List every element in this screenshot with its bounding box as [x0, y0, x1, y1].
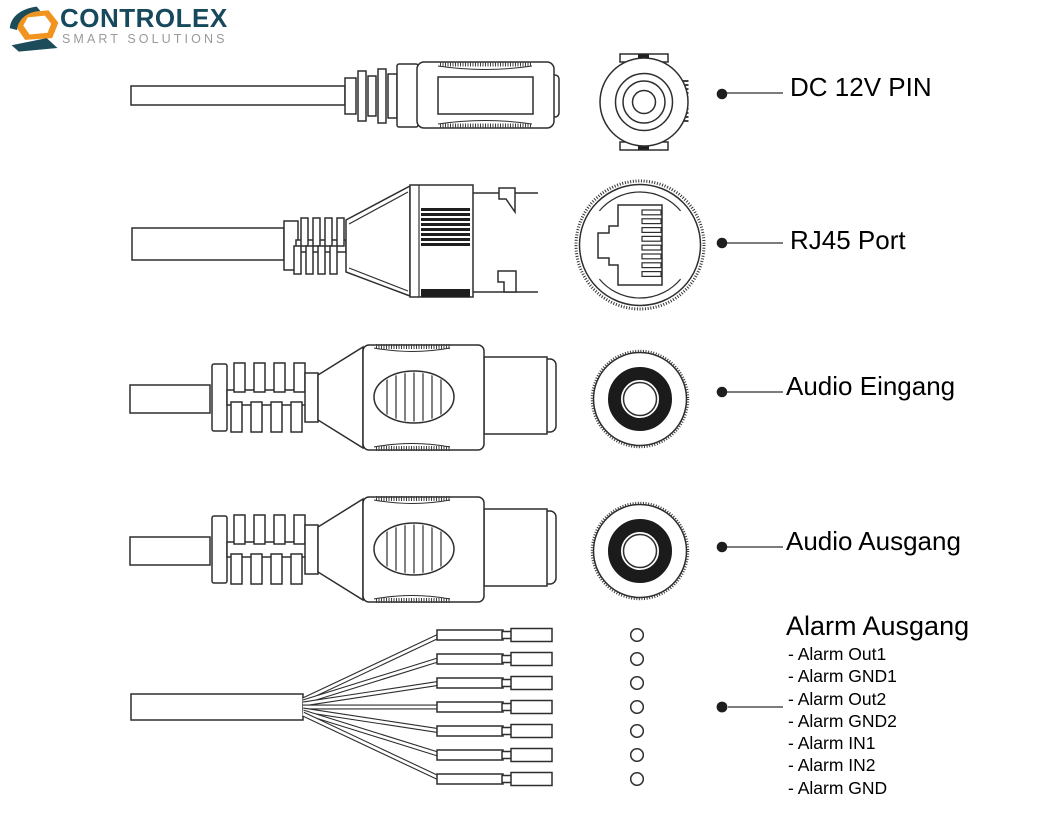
- alarm-wire-label: - Alarm GND2: [788, 710, 897, 731]
- alarm-wire-label: - Alarm GND: [788, 777, 888, 798]
- rj45-connector-front-view: [574, 179, 706, 311]
- dc-leader: [716, 88, 783, 100]
- alarm-wire-label: - Alarm Out1: [788, 644, 887, 664]
- label-alarm-output: Alarm Ausgang: [786, 611, 970, 641]
- logo-tagline-text: SMART SOLUTIONS: [62, 32, 228, 46]
- alarm-wire-label: - Alarm IN1: [788, 733, 876, 754]
- audio-out-connector-side-view: [130, 497, 556, 602]
- rj45-connector-side-view: [131, 184, 538, 298]
- alarm-cable-drawing: [130, 627, 553, 787]
- alarm-pin-circles: [629, 627, 645, 787]
- dc-connector-front-view: [599, 53, 689, 151]
- label-rj45-port: RJ45 Port: [790, 225, 906, 255]
- label-audio-input: Audio Eingang: [786, 371, 956, 401]
- label-dc-12v-pin: DC 12V PIN: [790, 72, 932, 102]
- rj45-leader-dot: [716, 237, 728, 249]
- alarm-wire-label: - Alarm GND1: [788, 666, 897, 687]
- logo-brand-text: CONTROLEX: [60, 3, 228, 33]
- alarm-wire-label: - Alarm Out2: [788, 688, 887, 709]
- logo-icon: [9, 6, 59, 52]
- audio-out-connector-front-view: [592, 503, 688, 599]
- audio-in-connector-side-view: [129, 344, 557, 451]
- audio-in-leader: [716, 386, 783, 398]
- alarm-wire-list: - Alarm Out1 - Alarm GND1 - Alarm Out2 -…: [788, 643, 897, 799]
- alarm-leader-dot: [716, 701, 728, 713]
- audio-out-leader-dot: [716, 541, 728, 553]
- logo: CONTROLEX SMART SOLUTIONS: [8, 3, 258, 55]
- rj45-leader: [716, 237, 783, 249]
- alarm-wire-label: - Alarm IN2: [788, 755, 876, 776]
- audio-out-leader: [716, 541, 783, 553]
- audio-in-connector-front-view: [590, 349, 690, 449]
- audio-in-leader-dot: [716, 386, 728, 398]
- dc-leader-dot: [716, 88, 728, 100]
- alarm-leader: [716, 701, 783, 713]
- label-audio-output: Audio Ausgang: [786, 526, 961, 556]
- dc-connector-side-view: [130, 61, 560, 129]
